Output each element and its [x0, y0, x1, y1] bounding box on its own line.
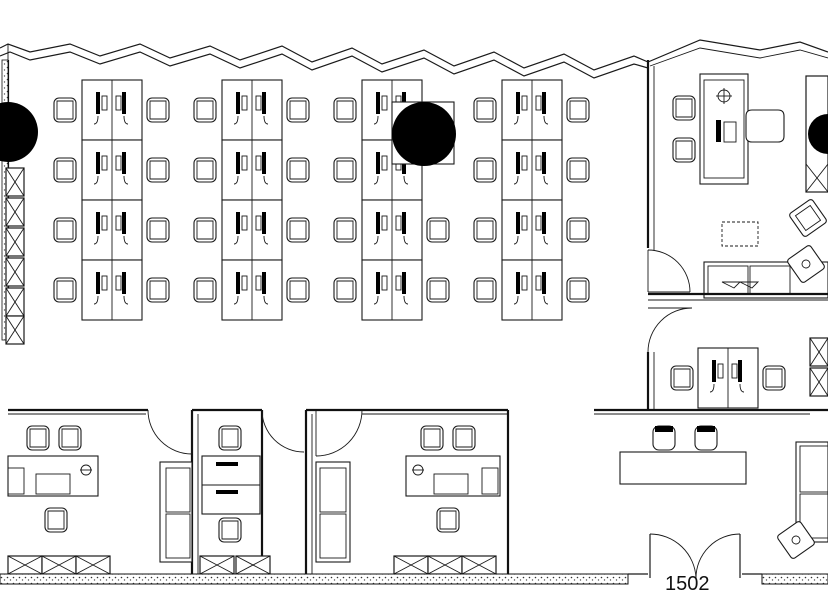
- executive-office: [646, 60, 828, 299]
- bottom-wall: [0, 573, 828, 585]
- entrance-door: [649, 533, 741, 579]
- reception-workstation: [594, 337, 828, 559]
- structural-column: [392, 102, 456, 166]
- workstation-cluster-2: [193, 79, 310, 321]
- workstation-cluster-4: [473, 79, 590, 321]
- room-number-label: 1502: [665, 573, 710, 595]
- corridor-walls: [646, 292, 828, 410]
- structural-column: [0, 102, 38, 162]
- left-storage-cabinets: [5, 167, 25, 345]
- bottom-offices: [7, 408, 510, 575]
- workstation-cluster-1: [53, 79, 170, 321]
